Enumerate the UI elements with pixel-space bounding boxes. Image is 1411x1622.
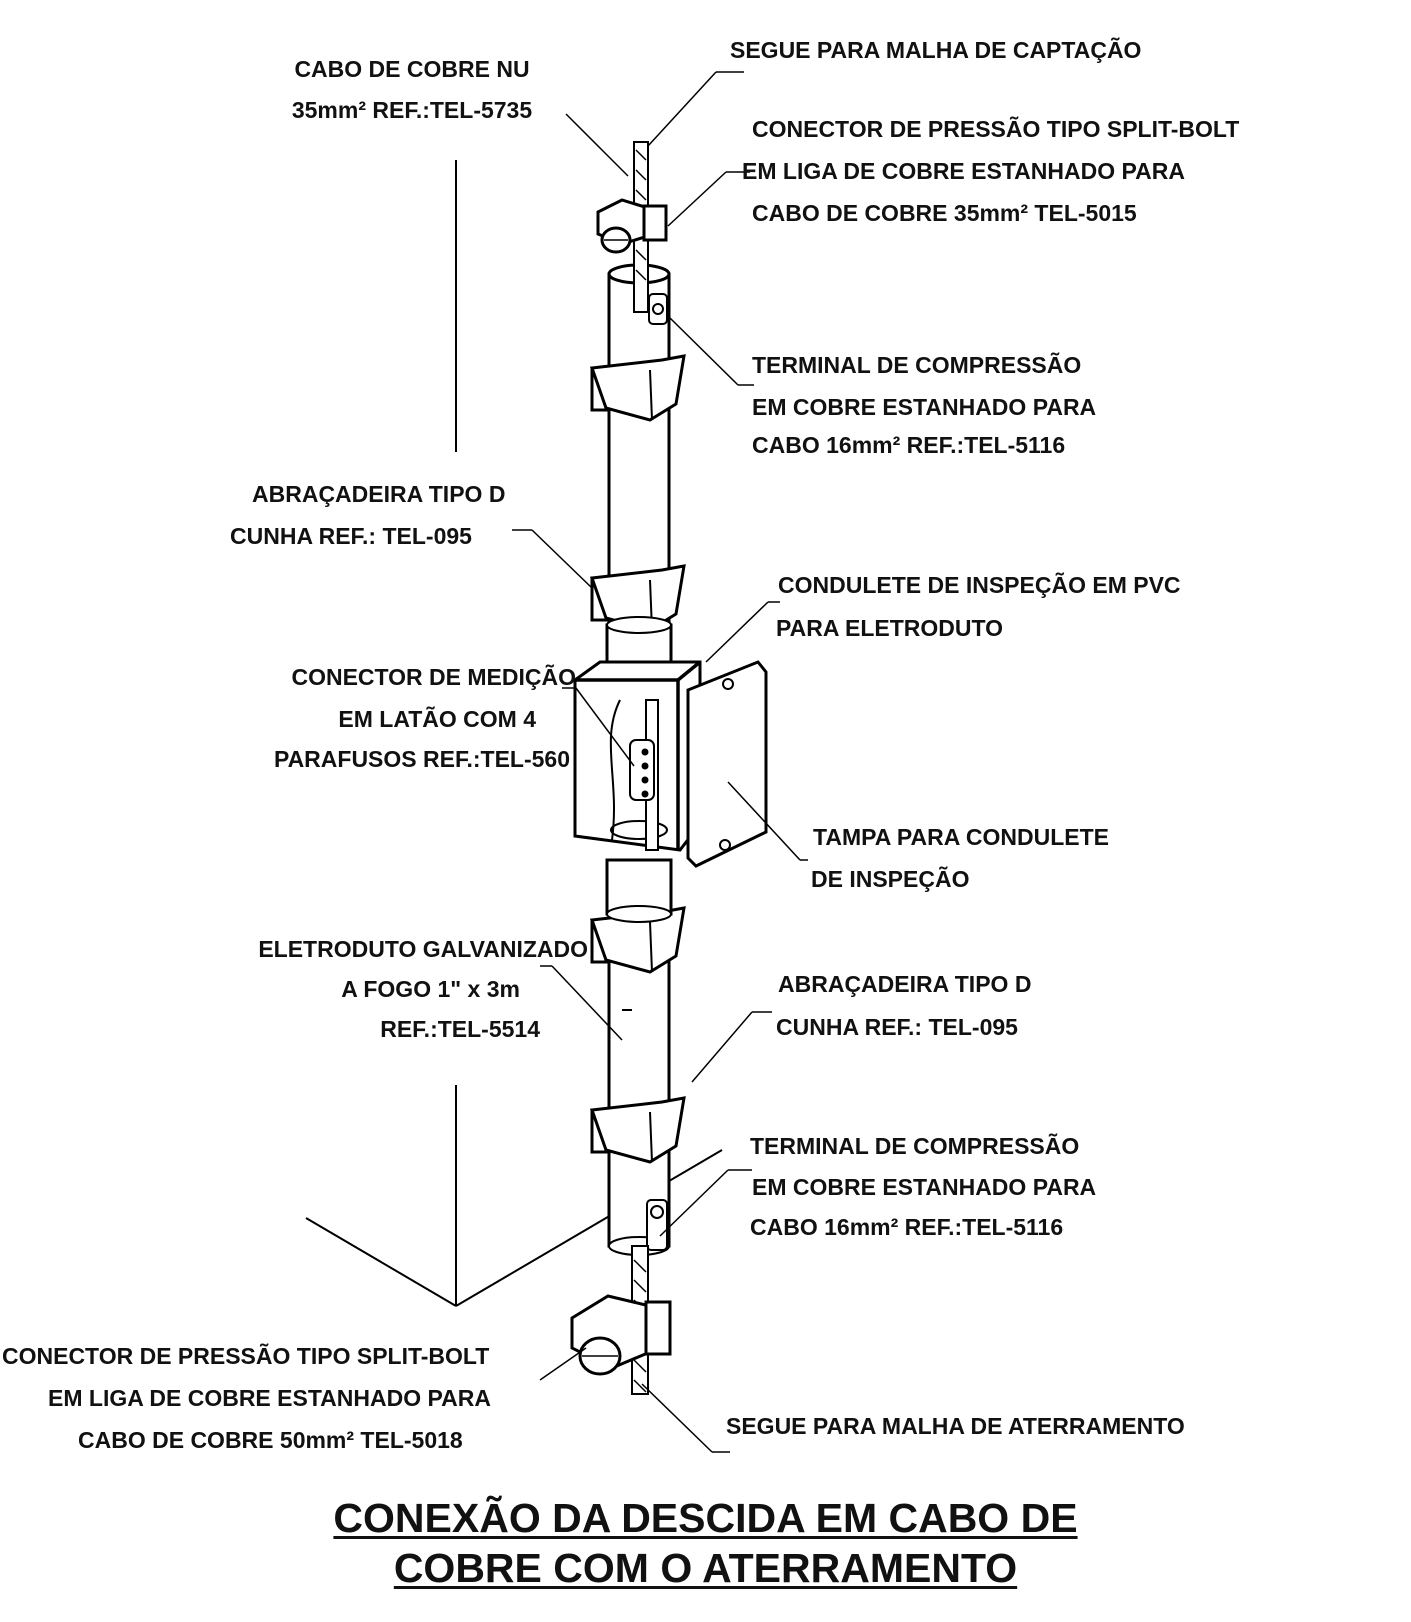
measuring-connector [629, 739, 655, 801]
diagram-title-line1: CONEXÃO DA DESCIDA EM CABO DE [333, 1495, 1078, 1541]
wall-reference-lines [305, 160, 723, 1307]
label-conector-medicao-line1: CONECTOR DE MEDIÇÃO [291, 664, 576, 690]
d-clamp-1 [589, 354, 686, 422]
label-split-bolt-bottom-line3: CABO DE COBRE 50mm² TEL-5018 [78, 1427, 463, 1453]
label-segue-aterramento: SEGUE PARA MALHA DE ATERRAMENTO [726, 1413, 1185, 1439]
condulet-cover [686, 660, 768, 868]
label-abracadeira-right-line2: CUNHA REF.: TEL-095 [776, 1014, 1018, 1040]
label-terminal-bottom-line1: TERMINAL DE COMPRESSÃO [750, 1133, 1080, 1159]
diagram-title-line2: COBRE COM O ATERRAMENTO [393, 1545, 1018, 1591]
label-conector-medicao-line2: EM LATÃO COM 4 [338, 706, 536, 732]
label-conector-medicao-line3: PARAFUSOS REF.:TEL-560 [273, 746, 570, 772]
label-split-bolt-top-line1: CONECTOR DE PRESSÃO TIPO SPLIT-BOLT [752, 116, 1240, 142]
leader-lines [512, 71, 808, 1453]
label-cabo-cobre-nu-line1: CABO DE COBRE NU [294, 56, 530, 82]
label-terminal-top-line2: EM COBRE ESTANHADO PARA [752, 394, 1097, 420]
label-tampa-line2: DE INSPEÇÃO [811, 866, 970, 892]
label-cabo-cobre-nu-line2: 35mm² REF.:TEL-5735 [291, 97, 533, 123]
top-compression-terminal [648, 293, 668, 325]
label-abracadeira-left-line1: ABRAÇADEIRA TIPO D [252, 481, 506, 507]
label-split-bolt-bottom-line2: EM LIGA DE COBRE ESTANHADO PARA [48, 1385, 491, 1411]
label-terminal-bottom-line3: CABO 16mm² REF.:TEL-5116 [750, 1214, 1064, 1240]
label-condulete-line1: CONDULETE DE INSPEÇÃO EM PVC [778, 572, 1181, 598]
label-eletroduto-line2: A FOGO 1" x 3m [341, 976, 520, 1002]
d-clamp-4 [589, 1096, 686, 1164]
label-split-bolt-top-line3: CABO DE COBRE 35mm² TEL-5015 [752, 200, 1137, 226]
label-split-bolt-top-line2: EM LIGA DE COBRE ESTANHADO PARA [742, 158, 1185, 184]
label-abracadeira-right-line1: ABRAÇADEIRA TIPO D [778, 971, 1032, 997]
bottom-split-bolt-connector [570, 1294, 672, 1376]
label-terminal-bottom-line2: EM COBRE ESTANHADO PARA [752, 1174, 1097, 1200]
label-terminal-top-line3: CABO 16mm² REF.:TEL-5116 [752, 432, 1066, 458]
label-terminal-top-line1: TERMINAL DE COMPRESSÃO [752, 352, 1082, 378]
label-split-bolt-bottom-line1: CONECTOR DE PRESSÃO TIPO SPLIT-BOLT [2, 1343, 490, 1369]
label-abracadeira-left-line2: CUNHA REF.: TEL-095 [230, 523, 472, 549]
label-eletroduto-line3: REF.:TEL-5514 [380, 1016, 540, 1042]
label-tampa-line1: TAMPA PARA CONDULETE [813, 824, 1110, 850]
label-eletroduto-line1: ELETRODUTO GALVANIZADO [258, 936, 588, 962]
top-split-bolt-connector [596, 198, 668, 254]
label-segue-captacao: SEGUE PARA MALHA DE CAPTAÇÃO [730, 37, 1142, 63]
lower-pipe-coupling [605, 858, 673, 923]
label-condulete-line2: PARA ELETRODUTO [776, 615, 1004, 641]
bottom-compression-terminal [646, 1199, 668, 1251]
inspection-condulet-box [573, 616, 702, 852]
